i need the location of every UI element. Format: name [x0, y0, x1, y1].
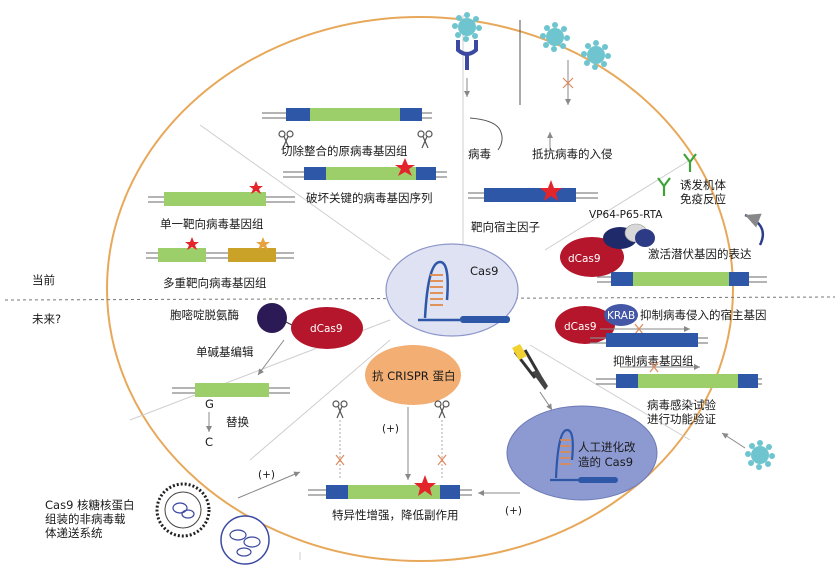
suppress-host-dna — [590, 323, 708, 347]
cas9-guide-rna-icon — [417, 260, 510, 323]
dcas9-label-top: dCas9 — [568, 253, 601, 265]
immune-label-line1: 诱发机体 — [680, 178, 726, 192]
virus-icon — [452, 12, 482, 42]
single-target-dna — [148, 181, 295, 206]
evolved-label-line2: 造的 Cas9 — [578, 455, 633, 469]
rnp-label-line2: 组装的非病毒载 — [45, 512, 126, 526]
star-icon — [395, 158, 415, 176]
rnp-label-line1: Cas9 核糖核蛋白 — [45, 498, 135, 512]
blocked-cuts — [335, 454, 447, 466]
virus-label: 病毒 — [468, 147, 491, 161]
infection-label-line2: 进行功能验证 — [647, 412, 716, 426]
dcas9-protein — [291, 307, 363, 349]
section-label-current: 当前 — [32, 273, 55, 287]
virus-icon — [581, 40, 611, 70]
multi-target-dna — [146, 237, 294, 262]
replace-label: 替换 — [226, 415, 249, 429]
infection-label-line1: 病毒感染试验 — [647, 398, 716, 412]
base-g-label: G — [205, 397, 214, 411]
immune-label-line2: 免疫反应 — [680, 192, 726, 206]
suppress-host-label: 抑制病毒侵入的宿主基因 — [640, 308, 767, 322]
antibody-icon — [656, 176, 672, 198]
liposome-icon — [220, 515, 270, 565]
liposome-icon — [155, 482, 211, 538]
plus-label-left: (+) — [258, 469, 275, 481]
krab-label: KRAB — [607, 310, 635, 322]
base-edit-label: 单碱基编辑 — [196, 345, 254, 359]
excise-label: 切除整合的原病毒基因组 — [281, 144, 408, 158]
suppress-genome-label: 抑制病毒基因组 — [613, 354, 694, 368]
specificity-label: 特异性增强，降低副作用 — [332, 508, 459, 522]
scissors-icon — [434, 400, 450, 419]
scissors-icon — [417, 130, 433, 149]
virus-icon — [540, 22, 570, 52]
plus-label-top: (+) — [382, 423, 399, 435]
virus-icon — [745, 440, 775, 470]
excise-dna — [262, 108, 433, 149]
cut-guides — [339, 420, 443, 480]
activation-complex — [560, 223, 655, 277]
star-icon — [185, 237, 199, 250]
blocked-entry — [562, 60, 574, 105]
activate-dna — [597, 272, 767, 286]
anti-crispr-protein — [365, 345, 461, 405]
receptor-virus — [452, 12, 482, 97]
anti-crispr-label: 抗 CRISPR 蛋白 — [372, 369, 455, 383]
specificity-dna — [308, 475, 472, 499]
base-c-label: C — [205, 435, 213, 449]
disrupt-label: 破坏关键的病毒基因序列 — [306, 191, 433, 205]
suppress-genome-dna — [596, 361, 762, 388]
plus-label-right: (+) — [505, 505, 522, 517]
star-icon — [249, 181, 263, 194]
resist-label: 抵抗病毒的入侵 — [532, 147, 613, 161]
evolved-cas9-icon — [550, 428, 618, 483]
center-cas9-label: Cas9 — [470, 264, 498, 278]
host-factor-label: 靶向宿主因子 — [471, 220, 540, 234]
deaminase-label: 胞嘧啶脱氨酶 — [170, 308, 239, 322]
host-factor-dna — [468, 180, 598, 202]
star-icon — [414, 475, 436, 496]
section-label-future: 未来? — [32, 312, 61, 326]
virus-entry-arrow — [469, 117, 503, 151]
evolved-cas9-ellipse — [506, 405, 658, 501]
dcas9-label-krab: dCas9 — [564, 321, 597, 333]
disrupt-dna — [283, 158, 447, 180]
star-icon — [256, 237, 270, 250]
outer-ellipse — [106, 16, 734, 562]
immune-arrow — [744, 213, 765, 246]
pliers-icon — [512, 344, 548, 390]
vp64-label: VP64-P65-RTA — [589, 209, 663, 221]
deaminase-protein — [257, 303, 287, 333]
multi-target-label: 多重靶向病毒基因组 — [163, 276, 267, 290]
base-edit-dna — [172, 383, 290, 397]
evolved-label-line1: 人工进化改 — [578, 440, 636, 454]
scissors-icon — [332, 400, 348, 419]
star-icon — [540, 180, 562, 201]
dcas9-label-base: dCas9 — [310, 323, 343, 335]
activate-label: 激活潜伏基因的表达 — [648, 247, 752, 261]
krab-complex — [555, 304, 638, 344]
rnp-label-line3: 体递送系统 — [45, 526, 103, 540]
center-cas9-ellipse — [385, 243, 519, 337]
single-target-label: 单一靶向病毒基因组 — [160, 217, 264, 231]
